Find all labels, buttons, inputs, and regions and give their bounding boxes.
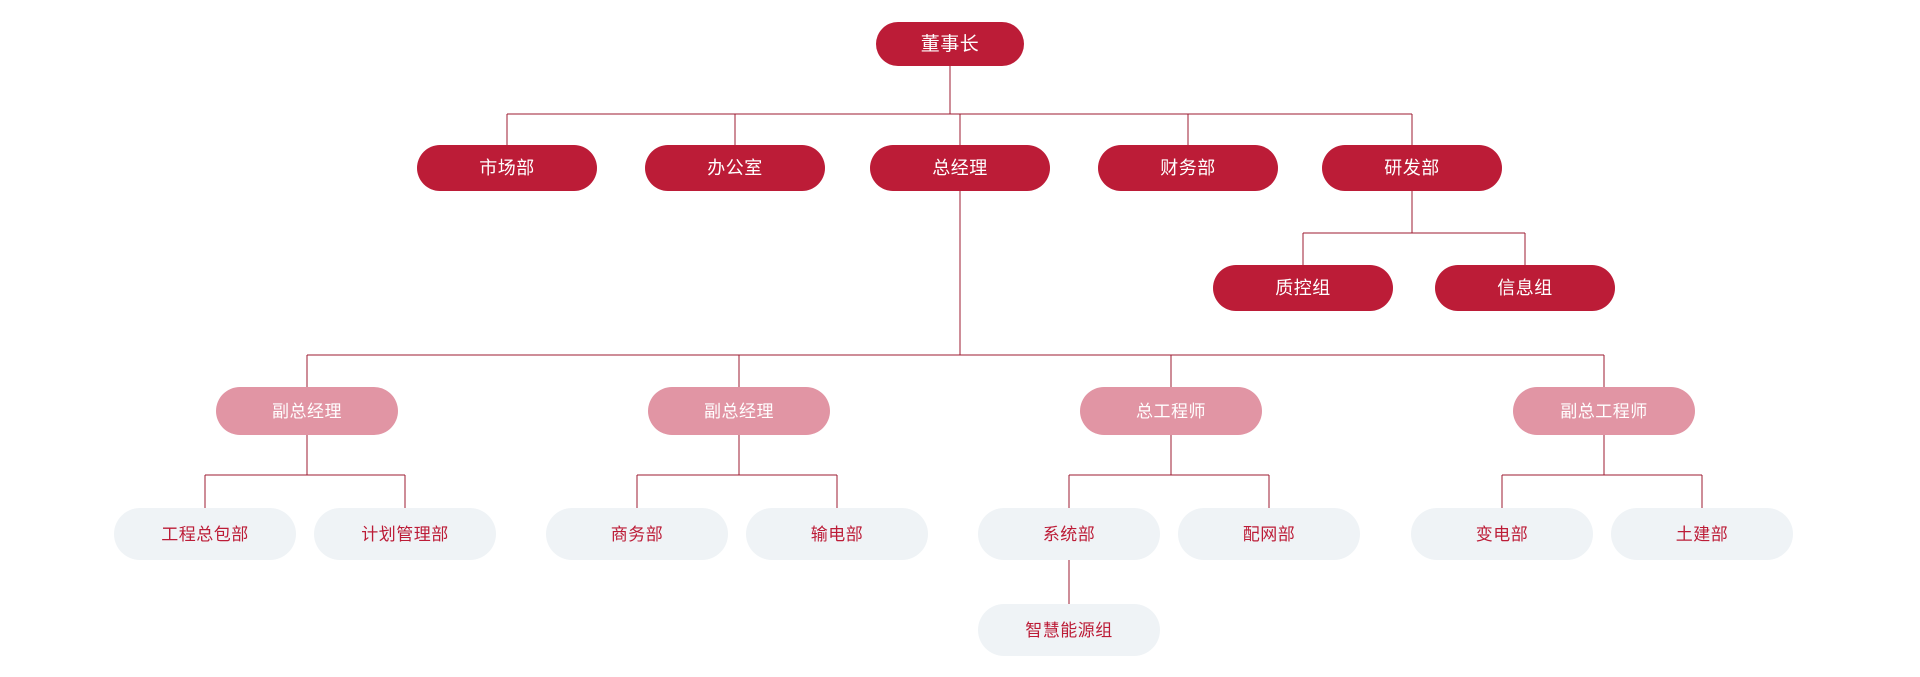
org-node-label: 系统部 — [1042, 524, 1096, 544]
org-node-label: 信息组 — [1497, 278, 1553, 298]
org-node-label: 副总经理 — [704, 401, 774, 421]
org-node-label: 副总经理 — [272, 401, 342, 421]
org-node-label: 计划管理部 — [361, 524, 449, 544]
org-node-vice-gm-2[interactable]: 副总经理 — [648, 387, 830, 435]
org-node-label: 办公室 — [707, 158, 763, 178]
org-node-transmission[interactable]: 输电部 — [746, 508, 928, 560]
org-node-label: 市场部 — [479, 158, 535, 178]
org-node-commerce[interactable]: 商务部 — [546, 508, 728, 560]
org-node-label: 智慧能源组 — [1025, 620, 1113, 640]
org-node-vice-gm-1[interactable]: 副总经理 — [216, 387, 398, 435]
org-node-label: 输电部 — [810, 524, 864, 544]
org-node-civil[interactable]: 土建部 — [1611, 508, 1793, 560]
org-node-label: 财务部 — [1160, 158, 1216, 178]
org-node-label: 总经理 — [932, 158, 988, 178]
org-node-label: 工程总包部 — [161, 524, 249, 544]
org-node-office[interactable]: 办公室 — [645, 145, 825, 191]
org-node-substation[interactable]: 变电部 — [1411, 508, 1593, 560]
org-node-label: 研发部 — [1384, 158, 1440, 178]
org-node-label: 董事长 — [920, 33, 980, 55]
org-node-chief-eng[interactable]: 总工程师 — [1080, 387, 1262, 435]
org-node-chairman[interactable]: 董事长 — [876, 22, 1024, 66]
org-node-qc-group[interactable]: 质控组 — [1213, 265, 1393, 311]
org-node-smart-energy[interactable]: 智慧能源组 — [978, 604, 1160, 656]
org-node-vice-chief-eng[interactable]: 副总工程师 — [1513, 387, 1695, 435]
org-node-label: 土建部 — [1675, 524, 1729, 544]
org-node-marketing[interactable]: 市场部 — [417, 145, 597, 191]
org-node-gm[interactable]: 总经理 — [870, 145, 1050, 191]
org-node-label: 副总工程师 — [1560, 401, 1648, 421]
org-node-info-group[interactable]: 信息组 — [1435, 265, 1615, 311]
org-node-rnd[interactable]: 研发部 — [1322, 145, 1502, 191]
org-node-label: 配网部 — [1242, 524, 1296, 544]
org-node-distribution[interactable]: 配网部 — [1178, 508, 1360, 560]
org-node-epc[interactable]: 工程总包部 — [114, 508, 296, 560]
org-node-planning[interactable]: 计划管理部 — [314, 508, 496, 560]
org-node-system[interactable]: 系统部 — [978, 508, 1160, 560]
org-node-label: 变电部 — [1475, 524, 1529, 544]
org-node-label: 商务部 — [610, 524, 664, 544]
org-node-label: 质控组 — [1275, 278, 1331, 298]
org-node-label: 总工程师 — [1136, 401, 1206, 421]
org-node-finance[interactable]: 财务部 — [1098, 145, 1278, 191]
